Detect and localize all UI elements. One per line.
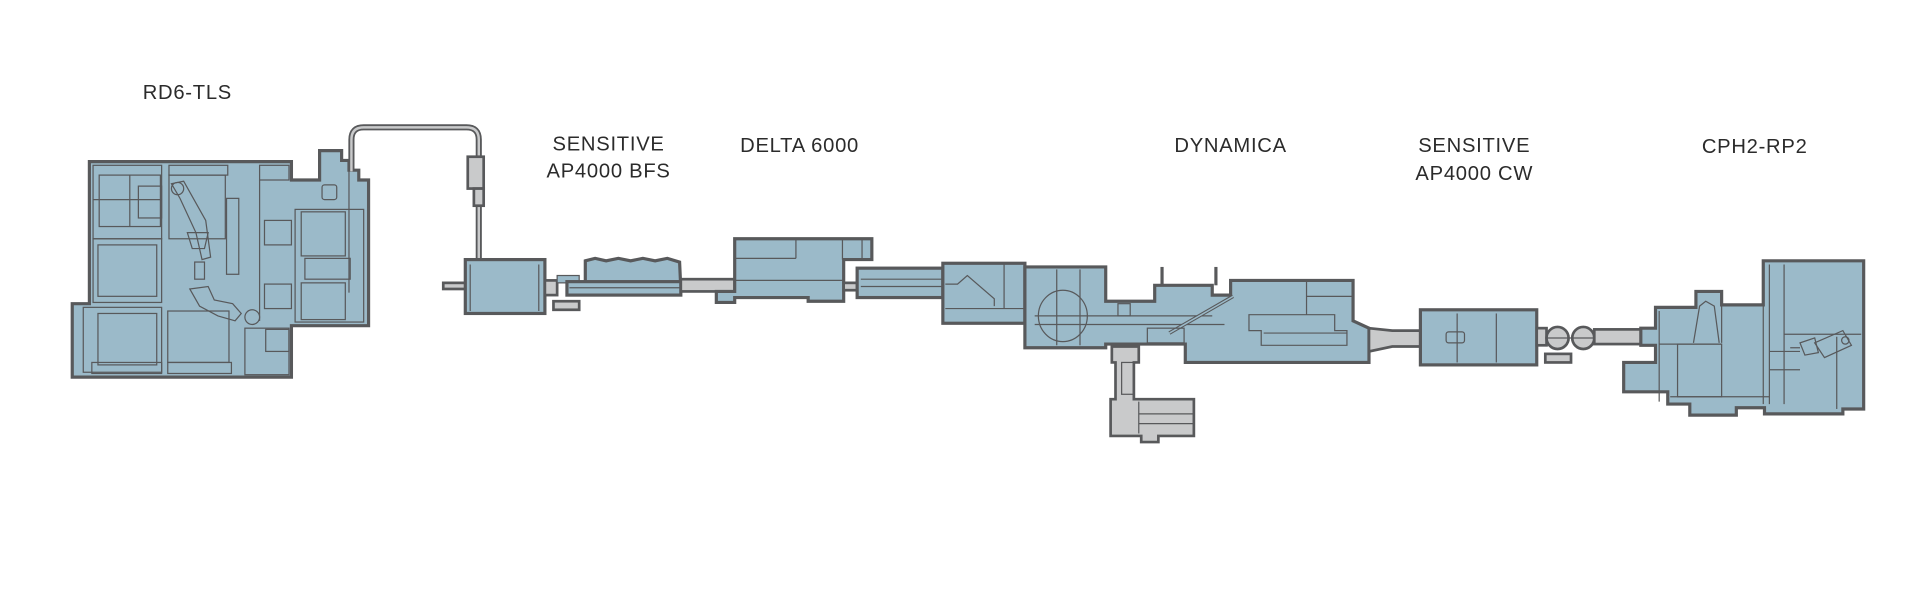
conveyor-dynamica-cw (1367, 326, 1422, 354)
machine-cph2-rp2 (1622, 259, 1866, 417)
label-sensitive-cw-line1: SENSITIVE (1418, 135, 1530, 157)
machine-delta-6000 (714, 237, 874, 305)
label-sensitive-cw-line2: AP4000 CW (1415, 163, 1533, 185)
machine-sensitive-ap4000-bfs (441, 256, 683, 316)
dynamica-side-feeder (1109, 345, 1196, 444)
machine-dynamica (855, 261, 1371, 444)
label-dynamica: DYNAMICA (1174, 135, 1286, 157)
conveyor-cw-cph2 (1592, 328, 1645, 346)
machine-rd6-tls (70, 149, 371, 379)
label-delta-6000: DELTA 6000 (740, 135, 859, 157)
label-sensitive-bfs-line2: AP4000 BFS (547, 161, 671, 183)
machine-sensitive-ap4000-cw (1418, 308, 1596, 367)
label-sensitive-bfs-line1: SENSITIVE (553, 134, 665, 156)
robot-arm-icon (1790, 329, 1853, 359)
label-cph2-rp2: CPH2-RP2 (1702, 136, 1808, 158)
label-rd6-tls: RD6-TLS (143, 82, 232, 104)
conveyor-bfs-delta (679, 277, 737, 293)
overhead-conveyor (348, 124, 486, 260)
robot-arm-icon (170, 180, 261, 326)
